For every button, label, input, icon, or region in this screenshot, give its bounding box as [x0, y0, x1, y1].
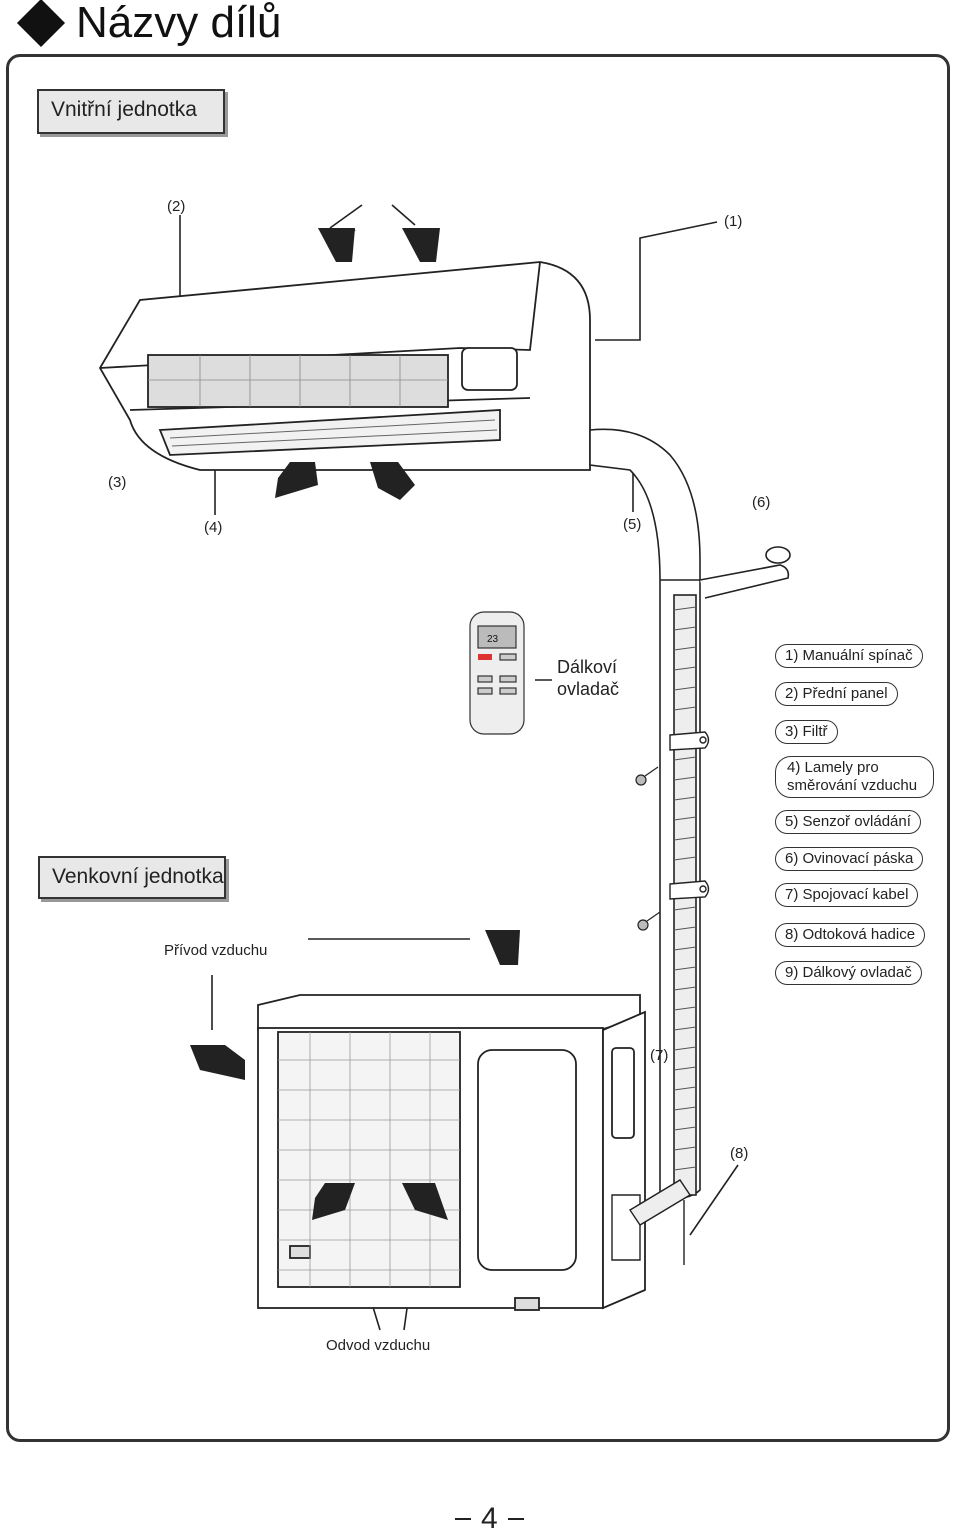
callout-7: (7): [650, 1047, 669, 1064]
legend-item-8: 8) Odtoková hadice: [775, 923, 926, 947]
callout-2: (2): [167, 198, 186, 215]
diagram-frame: [6, 54, 950, 1442]
air-outlet-arrows: [312, 1183, 448, 1220]
callout-3: (3): [108, 474, 127, 491]
outdoor-unit-drawing: [257, 994, 646, 1311]
wrapping-tape-ridges: [673, 606, 697, 1171]
legend-item-5: 5) Senzoř ovládání: [775, 810, 921, 834]
indoor-unit-label: Vnitřní jednotka: [37, 89, 225, 134]
legend-item-3: 3) Filtř: [775, 720, 838, 744]
outdoor-grille: [278, 1032, 460, 1287]
indoor-unit-drawing: [98, 261, 591, 471]
air-intake-arrows: [190, 930, 520, 1080]
air-outlet-label: Odvod vzduchu: [326, 1337, 431, 1354]
page-number-dash-left: [455, 1518, 471, 1520]
page-number: 4: [481, 1502, 498, 1535]
page-number-dash-right: [507, 1518, 524, 1520]
remote-display-text: 23: [487, 634, 499, 645]
air-inflow-arrows-indoor: [318, 228, 440, 262]
outdoor-unit-label: Venkovní jednotka: [38, 856, 226, 899]
page-number-block: 4: [455, 1502, 524, 1536]
leader-line-8: [689, 1164, 739, 1236]
remote-control-label: Dálkoví ovladač: [557, 657, 620, 699]
legend-item-4: 4) Lamely pro směrování vzduchu: [775, 756, 934, 798]
callout-6: (6): [752, 494, 771, 511]
legend-item-9: 9) Dálkový ovladač: [775, 961, 922, 985]
remote-control-drawing: [469, 611, 525, 735]
callout-1: (1): [724, 213, 743, 230]
legend-item-7: 7) Spojovací kabel: [775, 883, 919, 907]
air-intake-label: Přívod vzduchu: [164, 942, 268, 959]
leader-line-1: [595, 221, 718, 341]
legend-item-6: 6) Ovinovací páska: [775, 847, 924, 871]
pipe-clamps: [669, 731, 710, 900]
air-outflow-arrows-indoor: [275, 462, 415, 500]
callout-5: (5): [623, 516, 642, 533]
wall-screws: [635, 766, 661, 931]
callout-4: (4): [204, 519, 223, 536]
pipe-connection-outdoor: [611, 1179, 691, 1265]
callout-8: (8): [730, 1145, 749, 1162]
page-title: Názvy dílů: [76, 0, 282, 47]
page-title-block: Názvy dílů: [14, 0, 281, 48]
legend-item-1: 1) Manuální spínač: [775, 644, 923, 668]
legend-item-2: 2) Přední panel: [775, 682, 898, 706]
